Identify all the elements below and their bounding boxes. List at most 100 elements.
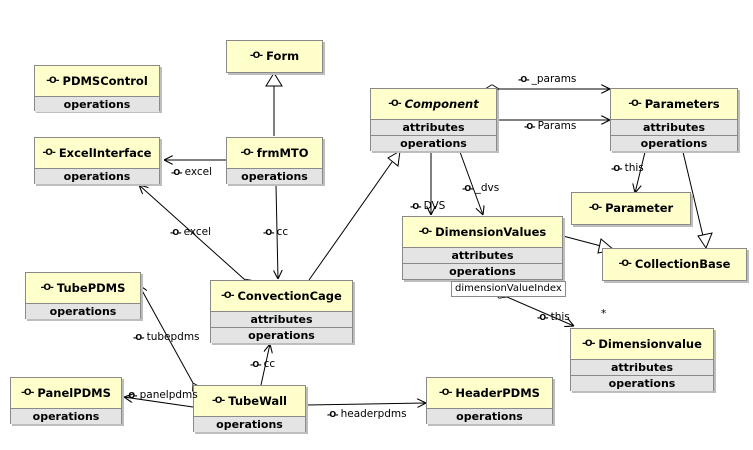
class-icon: -O-: [618, 259, 632, 269]
class-header: -O-Form: [227, 41, 322, 71]
property-icon: -O-: [611, 164, 623, 173]
property-icon: -O-: [263, 228, 275, 237]
property-icon: -O-: [462, 184, 474, 193]
class-header: -O-Dimensionvalue: [571, 329, 713, 359]
class-icon: -O-: [221, 291, 234, 301]
property-icon: -O-: [410, 202, 422, 211]
class-header: -O-DimensionValues: [403, 217, 562, 247]
label-this-2: -O-this: [537, 311, 570, 323]
operations-section: operations: [35, 168, 159, 184]
class-parameters[interactable]: -O-Parameters attributes operations: [610, 88, 738, 151]
operations-section: operations: [571, 375, 713, 391]
class-name: PDMSControl: [62, 74, 148, 88]
class-panelpdms[interactable]: -O-PanelPDMS operations: [10, 377, 122, 424]
property-icon: -O-: [170, 228, 182, 237]
assoc-parameters-parameter: [635, 152, 645, 193]
class-name: Dimensionvalue: [598, 337, 702, 351]
assoc-tubewall-panelpdms: [124, 397, 193, 407]
class-dimensionvalues[interactable]: -O-DimensionValues attributes operations: [402, 216, 563, 280]
label-params-lower: -O-_params: [518, 73, 576, 85]
label-text: excel: [184, 166, 213, 178]
operations-section: operations: [227, 168, 322, 184]
class-pdmscontrol[interactable]: -O-PDMSControl operations: [34, 65, 160, 112]
class-icon: -O-: [582, 339, 595, 349]
label-text: Params: [537, 120, 577, 132]
property-icon: -O-: [537, 313, 549, 322]
operations-section: operations: [11, 408, 121, 424]
operations-section: operations: [427, 408, 552, 424]
class-dimensionvalue[interactable]: -O-Dimensionvalue attributes operations: [570, 328, 714, 391]
class-name: frmMTO: [256, 146, 309, 160]
class-header: -O-PanelPDMS: [11, 378, 121, 408]
class-collectionbase[interactable]: -O-CollectionBase: [602, 248, 747, 281]
property-icon: -O-: [524, 122, 536, 131]
class-header: -O-TubePDMS: [26, 273, 140, 303]
operations-section: operations: [26, 303, 140, 319]
qualifier-dimensionvalueindex: dimensionValueIndex: [451, 281, 566, 297]
operations-section: operations: [611, 135, 737, 151]
class-icon: -O-: [42, 148, 56, 158]
property-icon: -O-: [171, 168, 183, 177]
class-component[interactable]: -O-Component attributes operations: [370, 88, 497, 151]
label-text: this: [624, 162, 644, 174]
assoc-convectioncage-excelinterface: [139, 185, 244, 279]
attributes-section: attributes: [371, 119, 496, 135]
class-headerpdms[interactable]: -O-HeaderPDMS operations: [426, 377, 553, 424]
class-header: -O-ExcelInterface: [35, 138, 159, 168]
class-tubepdms[interactable]: -O-TubePDMS operations: [25, 272, 141, 319]
attributes-section: attributes: [611, 119, 737, 135]
class-name: Parameter: [605, 201, 674, 215]
operations-section: operations: [194, 416, 305, 432]
property-icon: -O-: [133, 333, 145, 342]
class-name: TubePDMS: [56, 281, 126, 295]
attributes-section: attributes: [403, 247, 562, 263]
class-header: -O-Parameters: [611, 89, 737, 119]
class-icon: -O-: [40, 283, 54, 293]
class-name: CollectionBase: [634, 257, 731, 271]
assoc-component-dimensionvalues-2: [460, 152, 483, 215]
label-dvs-lower: -O-_dvs: [462, 182, 499, 194]
class-tubewall[interactable]: -O-TubeWall operations: [193, 385, 306, 432]
class-parameter[interactable]: -O-Parameter: [571, 192, 691, 225]
class-icon: -O-: [388, 99, 401, 109]
class-name: ConvectionCage: [237, 289, 342, 303]
class-form[interactable]: -O-Form: [226, 40, 323, 73]
class-name: HeaderPDMS: [455, 386, 540, 400]
assoc-frmmto-convectioncage: [276, 185, 278, 279]
class-header: -O-ConvectionCage: [211, 281, 352, 311]
property-icon: -O-: [250, 360, 262, 369]
class-header: -O-CollectionBase: [603, 249, 746, 279]
assoc-tubewall-convectioncage: [261, 344, 270, 385]
class-convectioncage[interactable]: -O-ConvectionCage attributes operations: [210, 280, 353, 343]
class-excelinterface[interactable]: -O-ExcelInterface operations: [34, 137, 160, 184]
class-name: Form: [266, 49, 300, 63]
class-name: TubeWall: [228, 394, 287, 408]
label-tubepdms: -O-tubepdms: [133, 331, 200, 343]
label-this-1: -O-this: [611, 162, 644, 174]
label-cc-1: -O-cc: [263, 226, 288, 238]
class-icon: -O-: [46, 76, 59, 86]
class-icon: -O-: [211, 396, 225, 406]
label-dvs-upper: -O-DVS: [410, 200, 445, 212]
class-name: ExcelInterface: [58, 146, 152, 160]
class-header: -O-PDMSControl: [35, 66, 159, 96]
operations-section: operations: [35, 96, 159, 112]
label-text: DVS: [423, 200, 446, 212]
class-icon: -O-: [588, 203, 602, 213]
label-params-upper: -O-Params: [524, 120, 576, 132]
label-text: this: [550, 311, 570, 323]
label-text: excel: [183, 226, 212, 238]
generalization-frmmto-form: [265, 72, 283, 136]
property-icon: -O-: [126, 391, 138, 400]
attributes-section: attributes: [571, 359, 713, 375]
generalization-convectioncage-component: [308, 150, 401, 281]
class-name: Component: [404, 97, 479, 111]
class-frmmto[interactable]: -O-frmMTO operations: [226, 137, 323, 184]
property-icon: -O-: [518, 75, 530, 84]
label-excel-1: -O-excel: [171, 166, 212, 178]
class-icon: -O-: [240, 148, 253, 158]
label-text: cc: [263, 358, 276, 370]
class-name: PanelPDMS: [37, 386, 111, 400]
label-panelpdms: -O-panelpdms: [126, 389, 198, 401]
class-icon: -O-: [249, 51, 263, 61]
